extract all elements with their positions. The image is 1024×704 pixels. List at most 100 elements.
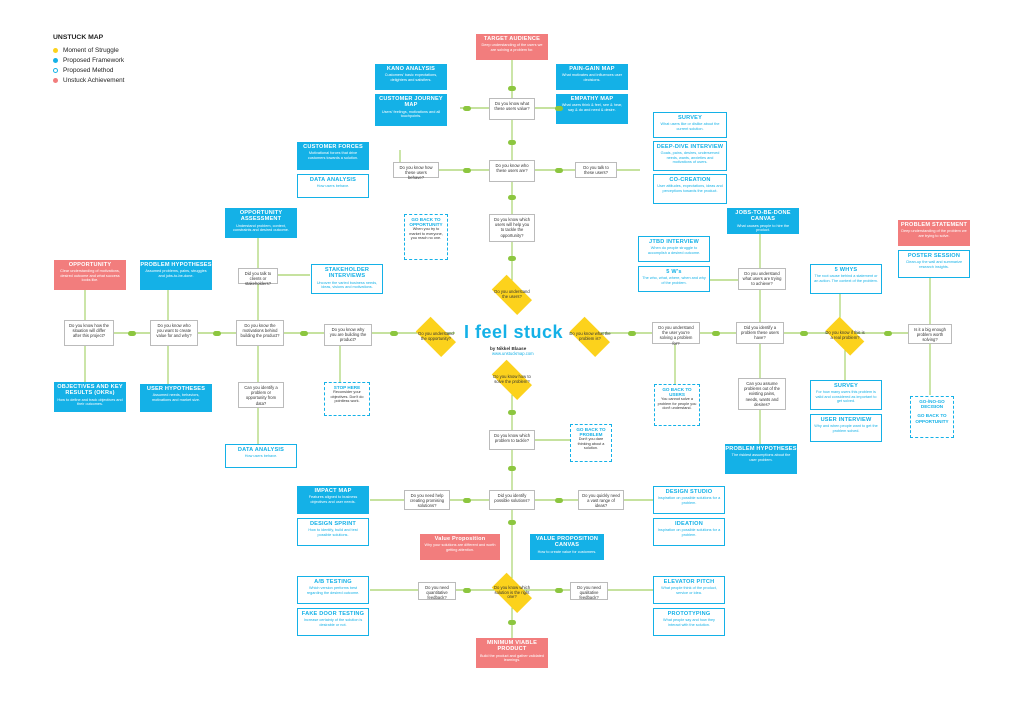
struggle-right-solution: Do you know which solution is the right …: [486, 578, 538, 608]
question-box: Is it a big enough problem worth solving…: [908, 324, 952, 344]
node-title: ELEVATOR PITCH: [663, 579, 715, 585]
node-title: OPPORTUNITY ASSESSMENT: [239, 210, 283, 223]
node-title: TARGET AUDIENCE: [483, 36, 541, 42]
node-desc: Inspiration on possible solutions for a …: [657, 528, 721, 537]
node-title: Value Proposition: [434, 536, 486, 542]
node-desc: The who, what, where, when and why of th…: [642, 276, 706, 285]
struggle-opportunity: Do you understand the opportunity?: [410, 322, 462, 352]
connector-pill: [508, 86, 516, 91]
question-box: Do you know why you are building the pro…: [324, 324, 372, 346]
connector-pill: [884, 331, 892, 336]
struggle-label: Do you know if this is a real problem?: [825, 330, 865, 340]
center-title: I feel stuck: [464, 322, 564, 342]
connector-pill: [463, 588, 471, 593]
node-title: PAIN-GAIN MAP: [569, 66, 615, 72]
connector-pill: [555, 106, 563, 111]
node-desc: The root cause behind a statement or an …: [814, 274, 878, 283]
struggle-label: Do you understand the opportunity?: [418, 331, 454, 341]
node-desc: What people think of the product, servic…: [661, 586, 717, 595]
connector-pill: [712, 331, 720, 336]
node-desc: What users like or dislike about the cur…: [660, 122, 720, 131]
question-box: Do you need quantitative feedback?: [418, 582, 456, 600]
question-box: Do you understand the user you're solvin…: [652, 322, 700, 346]
node-title: JOBS-TO-BE-DONE CANVAS: [735, 210, 791, 223]
question-box: Do you know who you want to create value…: [150, 320, 198, 346]
connector-pill: [463, 498, 471, 503]
node-desc: Understand problem, context, constraints…: [233, 223, 289, 233]
node-desc: Don't you dare thinking about a solution…: [577, 437, 605, 451]
question-box: Do you know who these users are?: [489, 160, 535, 182]
question-box: Do you need qualitative feedback?: [570, 582, 608, 600]
legend-label: Proposed Framework: [63, 57, 125, 64]
node-desc: When you try to market to everyone, you …: [409, 227, 443, 241]
question-box: Do you know which users will help you to…: [489, 214, 535, 242]
node-desc: Clean-up the wall and summarize research…: [905, 260, 963, 269]
connector-pill: [508, 620, 516, 625]
center-author: by Nikkel Blaase: [490, 346, 527, 351]
node-title: GO BACK TO OPPORTUNITY: [409, 217, 443, 228]
node-title: DESIGN STUDIO: [665, 489, 713, 495]
node-title: STOP HERE: [333, 385, 361, 390]
node-title: USER INTERVIEW: [820, 417, 872, 423]
center-url: www.unstuckmap.com: [492, 351, 534, 356]
connector-pill: [555, 588, 563, 593]
legend-item-achievement: Unstuck Achievement: [53, 77, 124, 84]
node-desc: The riskiest assumptions about the user …: [731, 453, 791, 462]
legend-dot: [53, 68, 58, 73]
node-title: A/B TESTING: [314, 579, 352, 585]
node-desc: What causes people to hire the product.: [736, 223, 790, 233]
connector-pill: [508, 520, 516, 525]
node-desc: How users behave.: [316, 184, 350, 189]
legend-label: Unstuck Achievement: [63, 77, 125, 84]
connector-pill: [128, 331, 136, 336]
question-box: Do you know how these users behave?: [393, 162, 439, 180]
node-desc: User attitudes, expectations, ideas and …: [657, 184, 723, 193]
question-box: Do you need help creating promising solu…: [404, 490, 450, 510]
node-title: STAKEHOLDER INTERVIEWS: [324, 267, 370, 280]
node-desc: Motivational forces that drive customers…: [307, 151, 359, 160]
node-desc: How to create value for customers.: [537, 549, 597, 554]
legend-item-framework: Proposed Framework: [53, 57, 124, 64]
legend-item-method: Proposed Method: [53, 67, 124, 74]
node-title: GO BACK TO PROBLEM: [576, 427, 606, 438]
node-title: JTBD INTERVIEW: [649, 239, 699, 245]
struggle-label: Do you know how to solve the problem?: [493, 374, 531, 384]
connector-pill: [508, 140, 516, 145]
node-title: KANO ANALYSIS: [386, 66, 436, 72]
node-desc: Deep understanding of the problem we are…: [901, 229, 967, 238]
node-title: IDEATION: [675, 521, 703, 527]
connector-pill: [508, 195, 516, 200]
node-desc: What people say and how they interact wi…: [663, 618, 715, 627]
node-title: GO BACK TO USERS: [662, 387, 692, 398]
node-title: PROBLEM STATEMENT: [900, 222, 968, 228]
node-title: PROTOTYPING: [667, 611, 711, 617]
question-box: Do you know what these users value?: [489, 98, 535, 120]
node-desc: Uncover the varied business needs, ideas…: [316, 280, 378, 290]
legend-title: UNSTUCK MAP: [53, 34, 104, 41]
connector-pill: [508, 466, 516, 471]
framework-okr: OBJECTIVES AND KEY RESULTS (OKRs)How to …: [54, 382, 126, 412]
node-desc: When do people struggle to accomplish a …: [647, 246, 701, 255]
question-box: Do you quickly need a vast range of idea…: [578, 490, 624, 510]
node-title: DATA ANALYSIS: [237, 447, 285, 453]
struggle-problem: Do you know what the problem is?: [564, 322, 616, 352]
node-desc: For how many users this problem is valid…: [815, 390, 877, 404]
node-desc: What users think & feel, see & hear, say…: [561, 103, 623, 112]
